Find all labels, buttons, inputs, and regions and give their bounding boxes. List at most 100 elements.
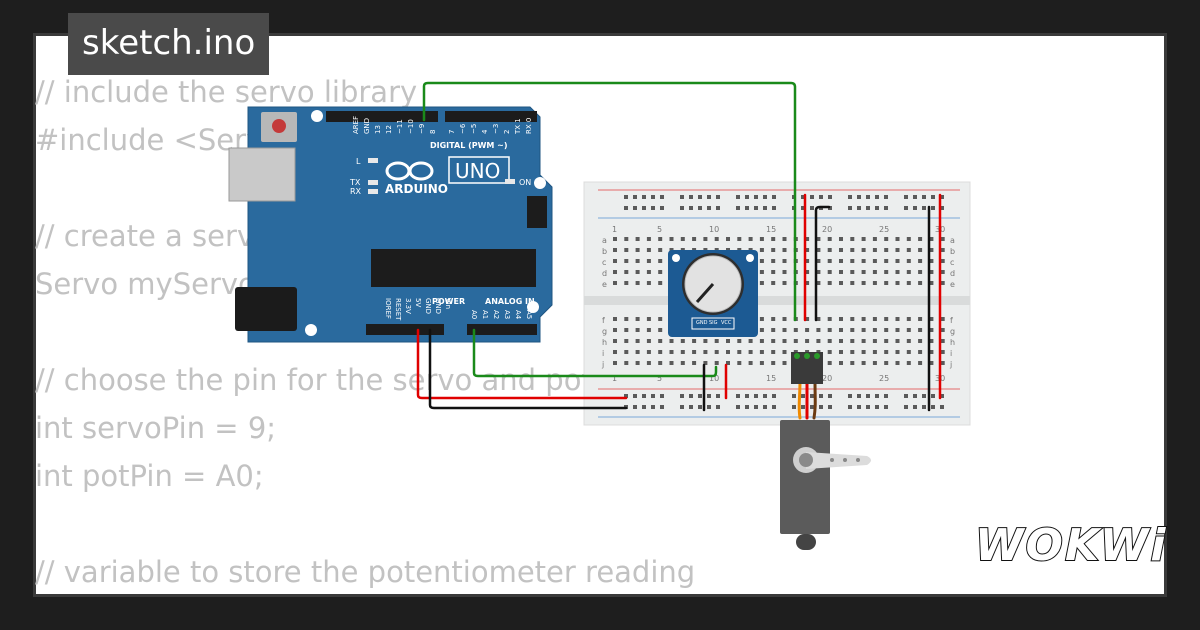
breadboard-rail-hole[interactable]	[904, 206, 908, 210]
breadboard-hole[interactable]	[884, 259, 889, 263]
breadboard-hole[interactable]	[759, 339, 764, 343]
breadboard-rail-hole[interactable]	[736, 195, 740, 199]
breadboard-hole[interactable]	[737, 350, 742, 354]
breadboard-hole[interactable]	[624, 361, 629, 365]
breadboard-hole[interactable]	[918, 317, 923, 321]
breadboard-hole[interactable]	[884, 248, 889, 252]
breadboard-rail-hole[interactable]	[680, 195, 684, 199]
breadboard-hole[interactable]	[918, 237, 923, 241]
breadboard-hole[interactable]	[906, 339, 911, 343]
breadboard-hole[interactable]	[703, 339, 708, 343]
breadboard-hole[interactable]	[895, 270, 900, 274]
breadboard-hole[interactable]	[635, 281, 640, 285]
breadboard-hole[interactable]	[850, 281, 855, 285]
breadboard-hole[interactable]	[759, 237, 764, 241]
breadboard-hole[interactable]	[816, 328, 821, 332]
breadboard-rail-hole[interactable]	[642, 195, 646, 199]
breadboard-hole[interactable]	[872, 237, 877, 241]
breadboard-hole[interactable]	[759, 270, 764, 274]
breadboard-rail-hole[interactable]	[922, 195, 926, 199]
breadboard-rail-hole[interactable]	[633, 394, 637, 398]
breadboard-rail-hole[interactable]	[736, 405, 740, 409]
breadboard-hole[interactable]	[906, 361, 911, 365]
breadboard-hole[interactable]	[861, 237, 866, 241]
breadboard-hole[interactable]	[918, 328, 923, 332]
breadboard-hole[interactable]	[805, 237, 810, 241]
breadboard-hole[interactable]	[940, 270, 945, 274]
breadboard-hole[interactable]	[872, 259, 877, 263]
breadboard-rail-hole[interactable]	[857, 206, 861, 210]
breadboard-hole[interactable]	[805, 328, 810, 332]
breadboard-hole[interactable]	[635, 248, 640, 252]
breadboard-hole[interactable]	[737, 237, 742, 241]
breadboard-hole[interactable]	[850, 361, 855, 365]
breadboard-rail-hole[interactable]	[904, 405, 908, 409]
breadboard-rail-hole[interactable]	[633, 195, 637, 199]
breadboard-rail-hole[interactable]	[642, 206, 646, 210]
breadboard-rail-hole[interactable]	[772, 195, 776, 199]
breadboard-rail-hole[interactable]	[772, 405, 776, 409]
breadboard-rail-hole[interactable]	[866, 394, 870, 398]
breadboard-rail-hole[interactable]	[828, 195, 832, 199]
breadboard-hole[interactable]	[861, 317, 866, 321]
breadboard-hole[interactable]	[940, 317, 945, 321]
breadboard-hole[interactable]	[726, 361, 730, 365]
breadboard-rail-hole[interactable]	[913, 195, 917, 199]
breadboard-hole[interactable]	[658, 259, 663, 263]
breadboard-rail-hole[interactable]	[884, 206, 888, 210]
breadboard-hole[interactable]	[782, 339, 787, 343]
breadboard-hole[interactable]	[624, 248, 629, 252]
breadboard-hole[interactable]	[646, 270, 651, 274]
breadboard-rail-hole[interactable]	[745, 394, 749, 398]
breadboard-rail-hole[interactable]	[698, 195, 702, 199]
breadboard-hole[interactable]	[669, 339, 674, 343]
breadboard-hole[interactable]	[692, 350, 697, 354]
breadboard-rail-hole[interactable]	[940, 394, 944, 398]
breadboard-hole[interactable]	[872, 270, 877, 274]
breadboard-rail-hole[interactable]	[940, 206, 944, 210]
breadboard-rail-hole[interactable]	[828, 405, 832, 409]
breadboard-rail-hole[interactable]	[745, 405, 749, 409]
breadboard-rail-hole[interactable]	[736, 394, 740, 398]
breadboard-hole[interactable]	[771, 328, 776, 332]
breadboard-hole[interactable]	[805, 248, 810, 252]
breadboard-rail-hole[interactable]	[792, 405, 796, 409]
breadboard-hole[interactable]	[839, 237, 843, 241]
breadboard-rail-hole[interactable]	[884, 195, 888, 199]
breadboard-hole[interactable]	[669, 361, 674, 365]
breadboard-rail-hole[interactable]	[810, 405, 814, 409]
breadboard-hole[interactable]	[624, 259, 629, 263]
breadboard-hole[interactable]	[839, 317, 843, 321]
breadboard-hole[interactable]	[658, 361, 663, 365]
breadboard-rail-hole[interactable]	[651, 405, 655, 409]
breadboard-rail-hole[interactable]	[707, 206, 711, 210]
breadboard-hole[interactable]	[872, 328, 877, 332]
breadboard-hole[interactable]	[906, 317, 911, 321]
breadboard-rail-hole[interactable]	[660, 394, 664, 398]
breadboard-rail-hole[interactable]	[680, 394, 684, 398]
breadboard-rail-hole[interactable]	[875, 405, 879, 409]
breadboard-hole[interactable]	[613, 328, 617, 332]
breadboard-hole[interactable]	[861, 259, 866, 263]
breadboard-hole[interactable]	[646, 317, 651, 321]
breadboard-hole[interactable]	[624, 339, 629, 343]
breadboard-hole[interactable]	[771, 248, 776, 252]
breadboard-rail-hole[interactable]	[698, 394, 702, 398]
breadboard-rail-hole[interactable]	[931, 195, 935, 199]
breadboard-hole[interactable]	[613, 339, 617, 343]
breadboard-hole[interactable]	[669, 237, 674, 241]
breadboard-rail-hole[interactable]	[940, 195, 944, 199]
breadboard-rail-hole[interactable]	[754, 195, 758, 199]
breadboard-hole[interactable]	[748, 339, 753, 343]
breadboard-hole[interactable]	[635, 270, 640, 274]
breadboard-rail-hole[interactable]	[763, 405, 767, 409]
breadboard-hole[interactable]	[658, 350, 663, 354]
breadboard-hole[interactable]	[669, 248, 674, 252]
breadboard-rail-hole[interactable]	[716, 394, 720, 398]
breadboard-hole[interactable]	[782, 259, 787, 263]
breadboard-hole[interactable]	[816, 248, 821, 252]
breadboard-hole[interactable]	[793, 339, 798, 343]
breadboard-rail-hole[interactable]	[866, 195, 870, 199]
breadboard-hole[interactable]	[827, 350, 832, 354]
breadboard-rail-hole[interactable]	[866, 405, 870, 409]
